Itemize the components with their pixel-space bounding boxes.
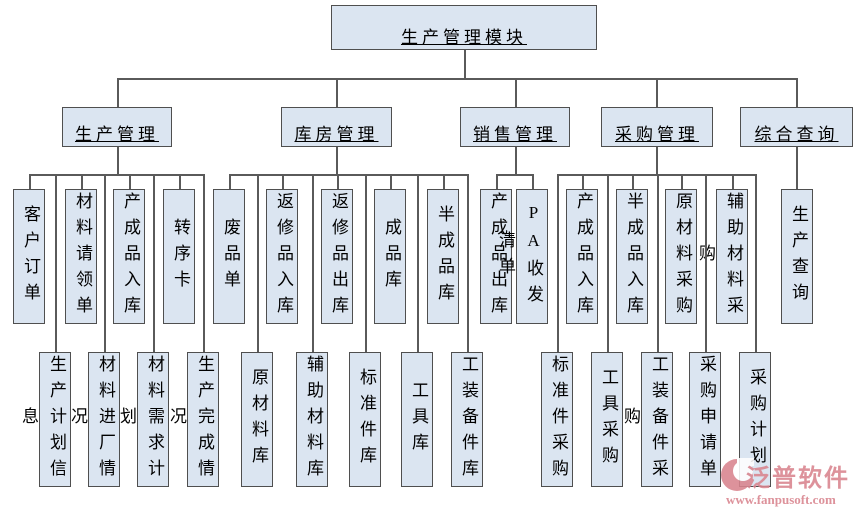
connector [732, 174, 734, 189]
node-production-plan-info: 生产计划信息 [19, 352, 71, 487]
node-scrap-form: 废品单 [213, 189, 245, 324]
node-repair-inbound: 返修品入库 [266, 189, 298, 324]
node-purchase-management: 采购管理 [601, 107, 713, 147]
node-label: 生产管理模块 [401, 28, 527, 47]
connector-bus-purchase [557, 174, 755, 176]
connector [117, 147, 119, 174]
connector [179, 174, 181, 189]
connector [582, 174, 584, 189]
node-finished-product-inbound: 产成品入库 [113, 189, 145, 324]
connector [203, 174, 205, 352]
node-finished-product-outbound: 产成品出库 [480, 189, 512, 324]
connector [104, 174, 106, 352]
node-material-arrival-status: 材料进厂情况 [68, 352, 120, 487]
connector [81, 174, 83, 189]
node-repair-outbound: 返修品出库 [321, 189, 353, 324]
node-material-requisition: 材料请领单 [65, 189, 97, 324]
connector [467, 174, 469, 352]
connector [337, 174, 339, 189]
watermark-url: www.fanpusoft.com [726, 492, 836, 507]
connector [656, 78, 658, 107]
connector [705, 174, 707, 352]
connector [229, 174, 231, 189]
watermark-brand: 泛普软件 [746, 466, 850, 492]
connector [129, 174, 131, 189]
node-tool-purchase: 工具采购 [591, 352, 623, 487]
node-finished-goods-warehouse: 成品库 [374, 189, 406, 324]
node-auxiliary-material-warehouse: 辅助材料库 [296, 352, 328, 487]
node-label: 生产管理 [75, 125, 159, 144]
connector [117, 78, 119, 107]
node-semi-finished-warehouse: 半成品库 [427, 189, 459, 324]
connector [607, 174, 609, 352]
connector [282, 174, 284, 189]
connector [390, 174, 392, 189]
connector-bus-sales [496, 174, 532, 176]
connector [681, 174, 683, 189]
node-standard-parts-purchase: 标准件采购 [541, 352, 573, 487]
node-tool-warehouse: 工具库 [401, 352, 433, 487]
node-raw-material-warehouse: 原材料库 [241, 352, 273, 487]
connector [755, 174, 757, 352]
node-tooling-spare-parts-warehouse: 工装备件库 [451, 352, 483, 487]
node-production-completion-status: 生产完成情况 [167, 352, 219, 487]
node-comprehensive-query: 综合查询 [740, 107, 853, 147]
connector [632, 174, 634, 189]
node-semi-finished-inbound: 半成品入库 [616, 189, 648, 324]
node-label: 采购管理 [615, 125, 699, 144]
connector [657, 174, 659, 352]
connector [153, 174, 155, 352]
node-label: 库房管理 [294, 125, 379, 144]
connector [532, 174, 534, 189]
connector [656, 147, 658, 174]
connector [336, 147, 338, 174]
connector [464, 50, 466, 78]
connector [515, 147, 517, 174]
connector [312, 174, 314, 352]
node-sales-management: 销售管理 [460, 107, 570, 147]
node-tooling-spare-parts-purchase: 工装备件采购 [621, 352, 673, 487]
connector [515, 78, 517, 107]
node-label: 综合查询 [754, 125, 839, 144]
connector [417, 174, 419, 352]
fanpu-logo-icon [721, 458, 754, 491]
connector [557, 174, 559, 352]
connector-bus-level2 [117, 78, 796, 80]
node-label: 销售管理 [473, 125, 557, 144]
connector [443, 174, 445, 189]
node-production-management-module: 生产管理模块 [331, 5, 597, 50]
node-production-management: 生产管理 [62, 107, 172, 147]
node-transfer-card: 转序卡 [163, 189, 195, 324]
node-raw-material-purchase: 原材料采购 [665, 189, 697, 324]
node-material-demand-plan: 材料需求计划 [117, 352, 169, 487]
node-pa-receipt-dispatch-list: PA收发清单 [496, 189, 548, 324]
connector [336, 78, 338, 107]
connector [796, 147, 798, 189]
connector [257, 174, 259, 352]
connector [496, 174, 498, 189]
connector [365, 174, 367, 352]
connector-bus-production [29, 174, 203, 176]
node-standard-parts-warehouse: 标准件库 [349, 352, 381, 487]
connector [55, 174, 57, 352]
connector-bus-warehouse [229, 174, 467, 176]
node-purchase-request-form: 采购申请单 [689, 352, 721, 487]
watermark: 泛普软件 www.fanpusoft.com [712, 452, 856, 513]
connector [29, 174, 31, 189]
node-customer-order: 客户订单 [13, 189, 45, 324]
connector [796, 78, 798, 107]
node-production-query: 生产查询 [781, 189, 813, 324]
node-auxiliary-material-purchase: 辅助材料采购 [696, 189, 748, 324]
node-finished-product-inbound-2: 产成品入库 [566, 189, 598, 324]
node-warehouse-management: 库房管理 [281, 107, 392, 147]
